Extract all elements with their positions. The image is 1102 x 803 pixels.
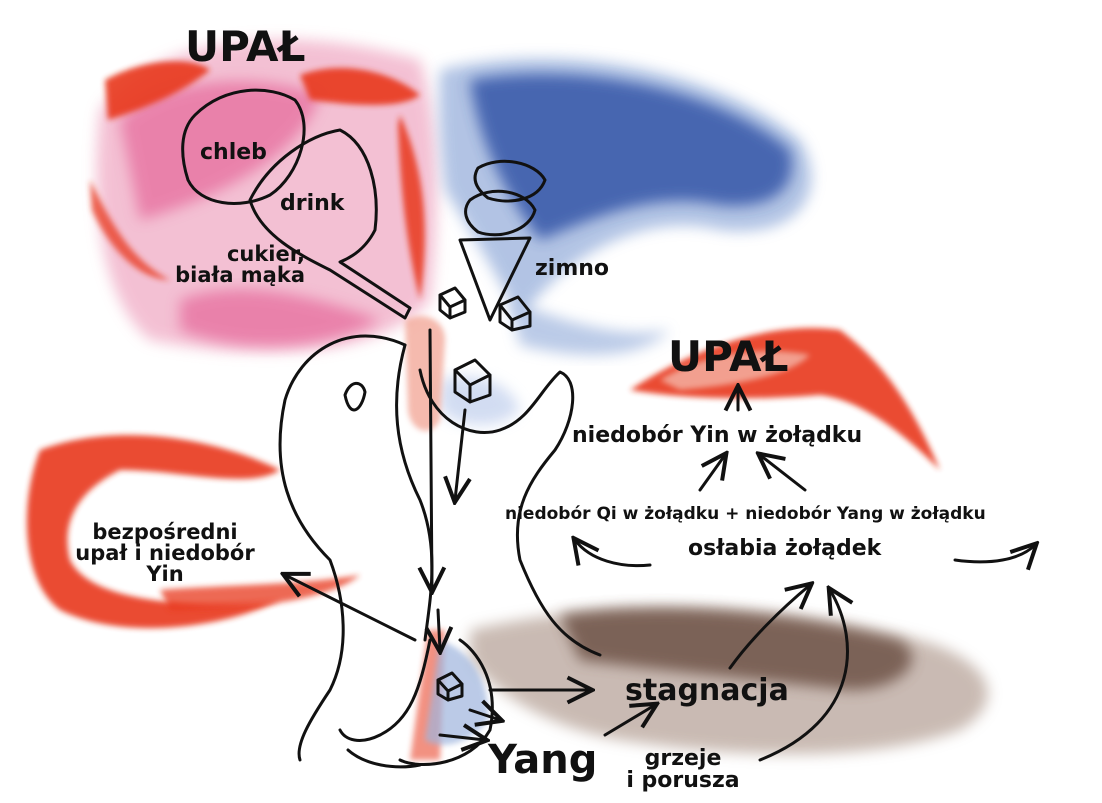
qi-yang-deficiency-label: niedobór Qi w żołądku + niedobór Yang w … [505,506,986,523]
arrow-qi-to-yin [700,455,725,490]
head-outline [280,336,405,760]
arrow-to-direct-heat [285,575,415,640]
arrow-weakens-right [955,545,1035,562]
yang-label: Yang [488,740,597,780]
cold-label: zimno [535,258,609,280]
arrow-down-esophagus [430,330,432,590]
warms-moves-label: grzeje i porusza [608,748,758,792]
bread-label: chleb [200,142,267,164]
stagnation-label: stagnacja [625,676,789,706]
arrow-weakens-left [575,540,650,566]
heat-label-top: UPAŁ [185,26,306,68]
weakens-stomach-label: osłabia żołądek [688,538,881,560]
drink-label: drink [280,193,344,215]
yin-deficiency-label: niedobór Yin w żołądku [572,425,862,447]
sugar-flour-label: cukier, biała mąka [145,244,305,286]
ice-cube-1 [440,288,465,318]
eye-icon [345,383,365,410]
arrow-to-stomach [438,610,440,650]
heat-label-right: UPAŁ [668,336,789,378]
direct-heat-label: bezpośredni upał i niedobór Yin [45,522,285,585]
arrow-yang-to-yin [760,455,805,490]
